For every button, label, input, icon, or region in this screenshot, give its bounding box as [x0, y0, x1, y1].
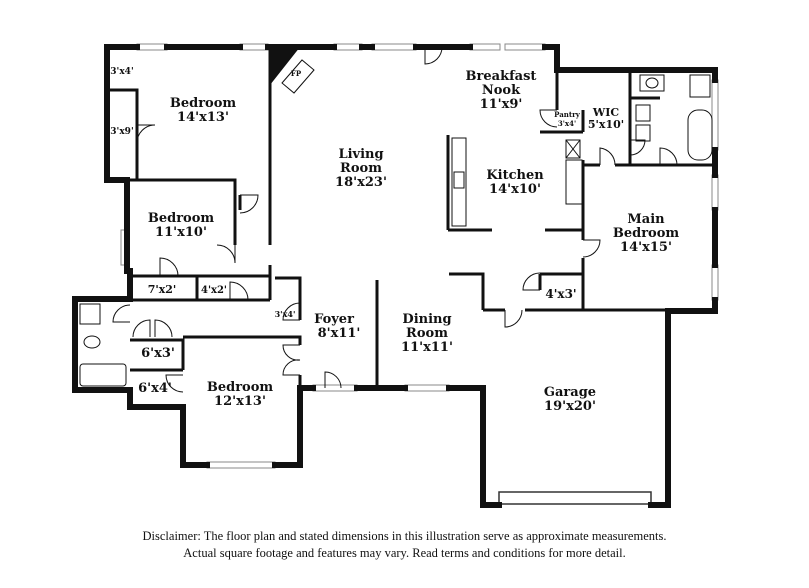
- room-dim-foyer: 8'x11': [318, 326, 361, 341]
- room-name-pantry: Pantry: [554, 110, 581, 119]
- closet-4x2: 4'x2': [201, 285, 227, 296]
- room-name-foyer: Foyer: [314, 312, 354, 327]
- closet-3x9: 3'x9': [110, 127, 133, 137]
- room-name-living-1: Living: [338, 147, 383, 162]
- room-labels: Bedroom 14'x13' Bedroom 11'x10' Bedroom …: [148, 69, 680, 414]
- room-dim-bedroom-w: 11'x10': [155, 225, 207, 240]
- closet-labels: 3'x4' 3'x9' 7'x2' 4'x2' 6'x3' 6'x4' 3'x4…: [110, 67, 576, 396]
- room-dim-bedroom-sw: 12'x13': [214, 394, 266, 409]
- room-dim-kitchen: 14'x10': [489, 182, 541, 197]
- room-name-kitchen: Kitchen: [486, 168, 544, 183]
- doors: [112, 46, 678, 393]
- room-dim-garage: 19'x20': [544, 399, 596, 414]
- kitchen-fixtures: [451, 137, 583, 227]
- floor-plan: FP: [72, 43, 719, 508]
- room-dim-living: 18'x23': [335, 175, 387, 190]
- room-name-breakfast-2: Nook: [482, 83, 521, 98]
- room-name-bedroom-w: Bedroom: [148, 211, 215, 226]
- room-name-main-2: Bedroom: [613, 226, 680, 241]
- closet-6x4: 6'x4': [138, 381, 172, 396]
- room-name-garage: Garage: [544, 385, 596, 400]
- windows: [120, 43, 719, 505]
- room-name-main-1: Main: [627, 212, 665, 227]
- room-dim-breakfast: 11'x9': [480, 97, 523, 112]
- svg-text:FP: FP: [291, 69, 302, 78]
- closet-3x4-top: 3'x4': [110, 67, 133, 77]
- disclaimer-line-1: Disclaimer: The floor plan and stated di…: [142, 529, 667, 543]
- room-dim-main: 14'x15': [620, 240, 672, 255]
- fireplace: FP: [270, 47, 315, 94]
- room-name-dining-2: Room: [406, 326, 448, 341]
- disclaimer-line-2: Actual square footage and features may v…: [183, 546, 626, 560]
- room-name-bedroom-sw: Bedroom: [207, 380, 274, 395]
- room-dim-dining: 11'x11': [401, 340, 453, 355]
- room-name-breakfast-1: Breakfast: [466, 69, 537, 84]
- room-name-wic: WIC: [592, 106, 619, 119]
- closet-7x2: 7'x2': [148, 283, 177, 296]
- room-name-dining-1: Dining: [402, 312, 451, 327]
- closet-3x4-foyer: 3'x4': [275, 309, 296, 319]
- room-dim-pantry: 3'x4': [558, 119, 576, 128]
- closet-4x3: 4'x3': [545, 287, 576, 301]
- room-dim-bedroom-nw: 14'x13': [177, 110, 229, 125]
- room-name-bedroom-nw: Bedroom: [170, 96, 237, 111]
- room-dim-wic: 5'x10': [588, 118, 624, 131]
- closet-6x3: 6'x3': [141, 346, 175, 361]
- bathroom-fixtures: [79, 74, 713, 387]
- room-name-living-2: Room: [340, 161, 382, 176]
